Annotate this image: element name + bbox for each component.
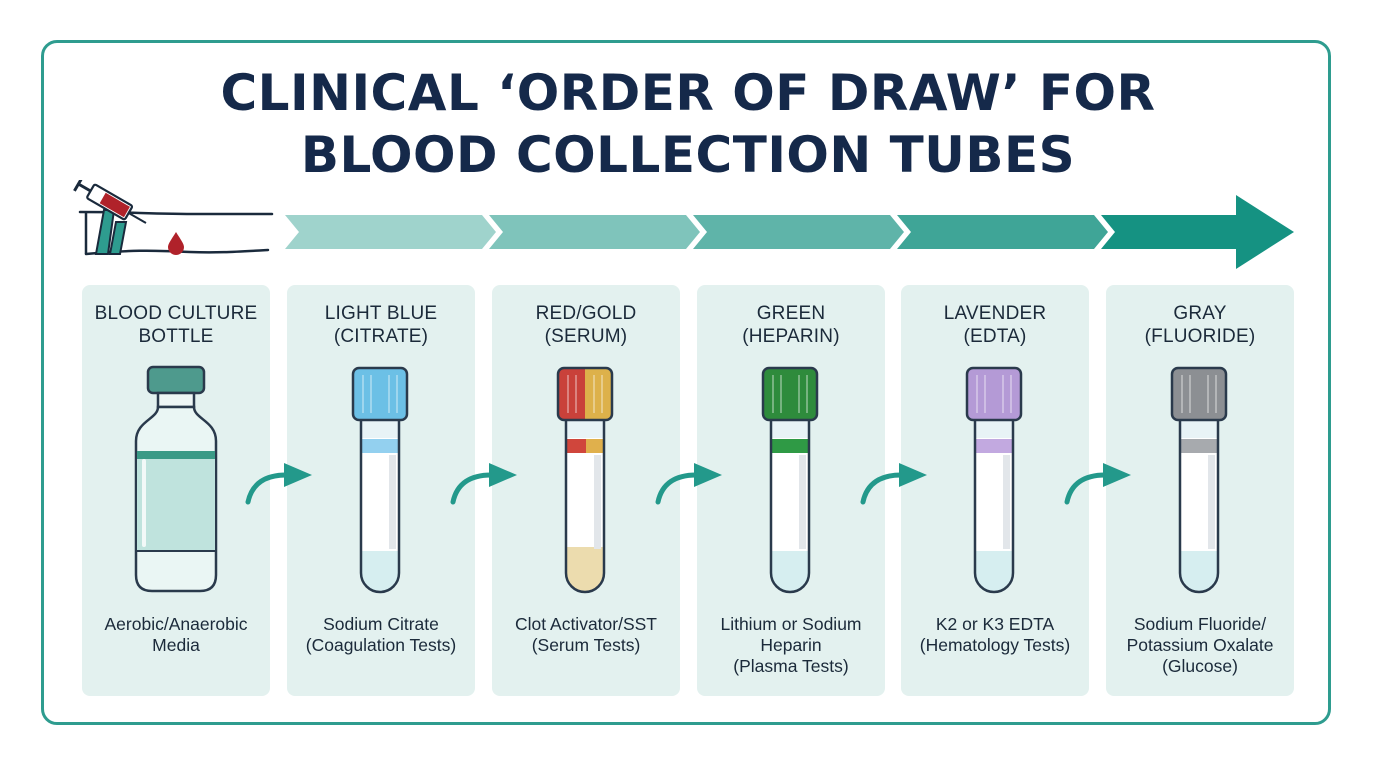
curved-arrow-icon [245,463,312,505]
green-tube-icon [761,366,819,594]
tube-description-line: Clot Activator/SST [515,614,657,634]
blood-culture-bottle-icon [134,365,218,593]
tube-description-line: (Glucose) [1162,656,1238,676]
tube-additive: (FLUORIDE) [1144,326,1256,347]
tube-description-line: (Serum Tests) [531,635,641,655]
tube-description: Lithium or Sodium Heparin (Plasma Tests) [697,614,885,677]
tube-description-line: Heparin [760,635,822,655]
tube-card-title: GRAY (FLUORIDE) [1106,302,1294,348]
tube-card-light-blue: LIGHT BLUE (CITRATE) Sodium Citrate (Coa… [287,285,475,696]
tube-additive: (HEPARIN) [742,326,840,347]
curved-arrow-icon [860,463,927,505]
tube-description-line: (Hematology Tests) [919,635,1071,655]
tube-description: Aerobic/Anaerobic Media [82,614,270,656]
tube-card-gray: GRAY (FLUORIDE) Sodium Fluoride/ Potassi… [1106,285,1294,696]
tube-description-line: Sodium Citrate [323,614,439,634]
blood-drop-icon [168,232,184,255]
tube-name: LAVENDER [943,303,1047,324]
tube-description: Sodium Fluoride/ Potassium Oxalate (Gluc… [1106,614,1294,677]
header-graphics [73,180,1294,269]
tube-card-title: LAVENDER (EDTA) [901,302,1089,348]
tube-additive: (EDTA) [963,326,1027,347]
gray-tube-icon [1170,366,1228,594]
syringe-icon [73,180,147,224]
tube-description-line: Sodium Fluoride/ [1133,614,1267,634]
lavender-tube-icon [965,366,1023,594]
tube-description: K2 or K3 EDTA (Hematology Tests) [901,614,1089,656]
tube-card-title: RED/GOLD (SERUM) [492,302,680,348]
page-title: CLINICAL ‘ORDER OF DRAW’ FOR BLOOD COLLE… [0,62,1376,186]
tube-description: Sodium Citrate (Coagulation Tests) [287,614,475,656]
tube-card-title: LIGHT BLUE (CITRATE) [287,302,475,348]
tube-description-line: (Plasma Tests) [733,656,849,676]
tube-description-line: Potassium Oxalate [1126,635,1274,655]
tube-name: GRAY [1173,303,1227,324]
curved-arrow-icon [450,463,517,505]
tube-description: Clot Activator/SST (Serum Tests) [492,614,680,656]
tube-card-lavender: LAVENDER (EDTA) K2 or K3 EDTA (Hematolog… [901,285,1089,696]
chevron-arrow-icon [285,195,1294,269]
title-line-2: BLOOD COLLECTION TUBES [300,126,1076,184]
light-blue-tube-icon [351,366,409,594]
tube-name: GREEN [756,303,826,324]
tube-description-line: Aerobic/Anaerobic [104,614,248,634]
title-line-1: CLINICAL ‘ORDER OF DRAW’ FOR [220,64,1156,122]
tube-card-red-gold: RED/GOLD (SERUM) Clot Activator/SST (Ser… [492,285,680,696]
tube-card-title: BLOOD CULTURE BOTTLE [82,302,270,348]
tube-description-line: K2 or K3 EDTA [935,614,1055,634]
tube-description-line: Media [152,635,200,655]
tube-name: RED/GOLD [535,303,637,324]
tube-card-title: GREEN (HEPARIN) [697,302,885,348]
tube-description-line: (Coagulation Tests) [305,635,457,655]
tube-name: BLOOD CULTURE [94,303,258,324]
curved-arrow-icon [655,463,722,505]
tube-name: LIGHT BLUE [324,303,438,324]
tube-additive: (CITRATE) [333,326,429,347]
curved-arrow-icon [1064,463,1131,505]
tube-card-blood-culture: BLOOD CULTURE BOTTLE Aerobic/Anaerobic M… [82,285,270,696]
tube-additive: (SERUM) [544,326,628,347]
tube-card-green: GREEN (HEPARIN) Lithium or Sodium Hepari… [697,285,885,696]
tube-description-line: Lithium or Sodium [720,614,862,634]
red-gold-tube-icon [556,366,614,594]
tube-additive: BOTTLE [138,326,214,347]
